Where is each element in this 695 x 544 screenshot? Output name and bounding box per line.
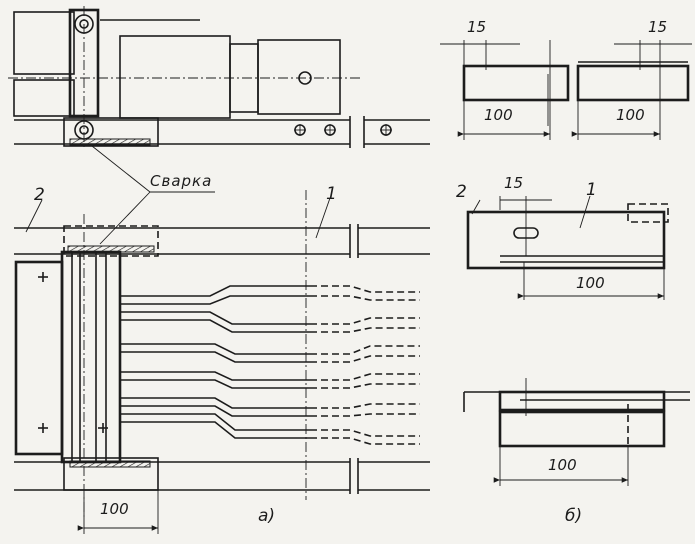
part-number-1: 1 xyxy=(326,184,337,204)
leader-2 xyxy=(25,199,43,233)
dimension-100-top-right: 100 xyxy=(616,106,645,124)
plus-icon xyxy=(98,423,108,433)
plus-icon xyxy=(38,423,48,433)
top-block-left-lower xyxy=(13,79,75,117)
plate-left xyxy=(462,64,570,102)
leader-1 xyxy=(315,197,331,239)
hole-icon xyxy=(324,124,336,136)
weld-plate xyxy=(63,117,159,147)
weld-seam-top xyxy=(69,138,151,146)
part-number-2: 2 xyxy=(34,185,45,205)
detail-top xyxy=(440,40,692,140)
bar-upper xyxy=(498,390,666,412)
leader-1 xyxy=(579,195,591,229)
lap-plate-top xyxy=(63,225,159,257)
plate-right xyxy=(576,64,690,102)
dimension-100-bottom: 100 xyxy=(548,456,577,474)
hole-icon xyxy=(298,71,312,85)
view-label-a: а) xyxy=(258,506,276,526)
dimension-15-middle: 15 xyxy=(504,174,524,192)
weld-leader xyxy=(91,145,215,245)
main-view xyxy=(14,190,430,534)
bar-1-end xyxy=(627,203,669,223)
lap-plate-bottom xyxy=(63,457,159,491)
weld-label: Сварка xyxy=(150,172,213,190)
bolt-icon xyxy=(74,14,94,34)
hole-icon xyxy=(380,124,392,136)
detail-middle xyxy=(466,195,669,300)
dimension-100-main: 100 xyxy=(100,500,129,518)
busbar-end xyxy=(257,39,341,115)
leader-2 xyxy=(471,199,481,215)
clamp-assembly xyxy=(60,250,122,464)
dimension-100-middle: 100 xyxy=(576,274,605,292)
cable-bundle xyxy=(120,285,420,445)
busbar-body xyxy=(119,35,231,119)
bar-lower xyxy=(498,410,666,448)
part-number-2-detail: 2 xyxy=(456,182,467,202)
dimension-15-left: 15 xyxy=(467,18,487,36)
bolt-icon xyxy=(74,120,94,140)
weld-seam xyxy=(69,460,151,468)
hole-icon xyxy=(294,124,306,136)
terminal-block xyxy=(14,260,64,456)
dimension-15-right: 15 xyxy=(648,18,668,36)
dimension-100-top-left: 100 xyxy=(484,106,513,124)
top-view xyxy=(8,6,430,150)
plus-icon xyxy=(38,272,48,282)
view-label-b: б) xyxy=(565,506,583,526)
top-block-left xyxy=(13,11,75,75)
detail-bottom xyxy=(463,378,690,486)
part-number-1-detail: 1 xyxy=(586,180,597,200)
bar-2-plate xyxy=(466,210,666,270)
